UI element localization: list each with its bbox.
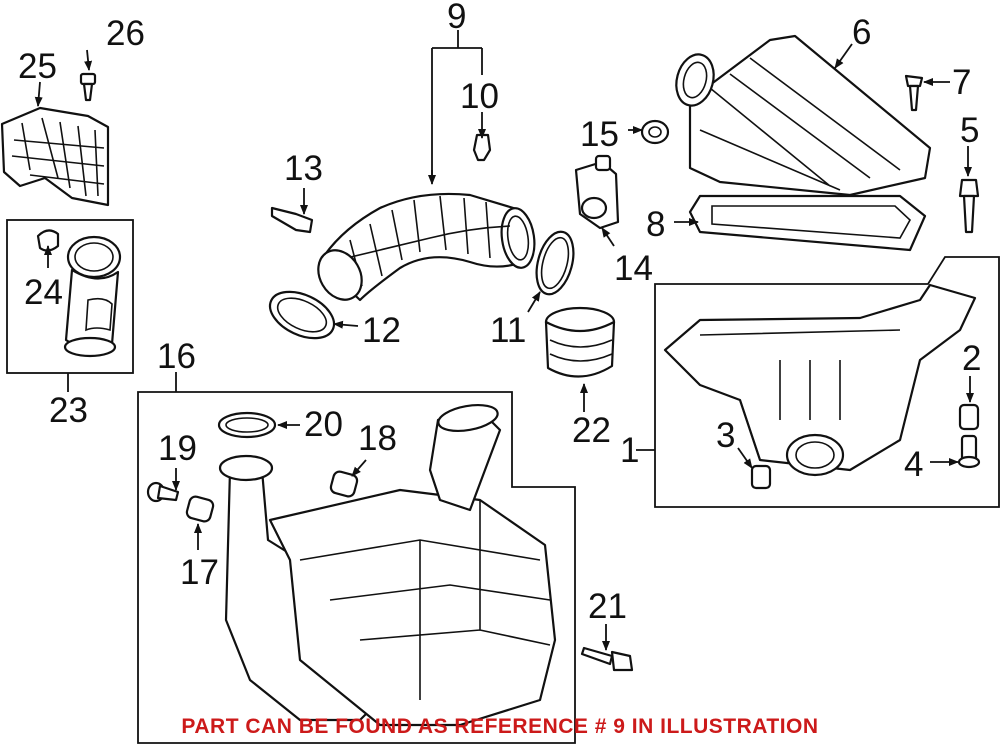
callout-16: 16	[157, 337, 196, 376]
callout-1: 1	[620, 431, 639, 470]
part-25-shield	[0, 106, 110, 207]
callout-9: 9	[447, 0, 466, 36]
part-15-grommet	[640, 119, 670, 145]
callout-26: 26	[106, 14, 145, 53]
part-10-sensor	[472, 133, 492, 162]
part-6-cover	[675, 34, 932, 197]
part-23-duct	[63, 235, 122, 358]
callout-21: 21	[588, 587, 627, 626]
callout-5: 5	[960, 111, 979, 150]
part-11-seal	[535, 230, 575, 296]
part-8-gasket	[688, 194, 927, 252]
part-20-oring	[217, 411, 277, 439]
callout-13: 13	[284, 149, 323, 188]
callout-7: 7	[952, 63, 971, 102]
callout-17: 17	[180, 553, 219, 592]
part-16-resonator	[218, 403, 557, 727]
part-26-clip	[79, 72, 97, 102]
callout-4: 4	[904, 445, 923, 484]
callout-20: 20	[304, 405, 343, 444]
callout-23: 23	[49, 391, 88, 430]
callout-11: 11	[490, 311, 526, 350]
callout-22: 22	[572, 411, 611, 450]
reference-note: PART CAN BE FOUND AS REFERENCE # 9 IN IL…	[181, 715, 819, 738]
group-box-23	[6, 219, 134, 374]
group-box-16	[137, 391, 576, 744]
callout-18: 18	[358, 419, 397, 458]
part-19-bolt	[146, 481, 180, 503]
part-2-bushing	[958, 403, 980, 431]
leader-lines	[34, 30, 974, 651]
callout-6: 6	[852, 13, 871, 52]
callout-14: 14	[614, 249, 653, 288]
part-21-bolt	[580, 646, 634, 672]
callout-24: 24	[24, 273, 63, 312]
part-17-bushing	[185, 495, 215, 523]
callout-15: 15	[580, 115, 619, 154]
callout-3: 3	[716, 416, 735, 455]
callout-25: 25	[18, 47, 57, 86]
part-14-sensor	[574, 154, 620, 230]
part-24-grommet	[36, 229, 60, 252]
part-9-intake-hose	[317, 192, 536, 302]
callout-12: 12	[362, 311, 401, 350]
callout-labels: 1 2 3 4 5 6 7 8 9 10 11 12 13 14 15 16 1…	[18, 0, 981, 626]
part-4-collar	[957, 434, 981, 469]
part-13-sensor	[270, 206, 314, 234]
group-box-1	[654, 256, 1000, 508]
part-7-bolt	[904, 74, 924, 112]
callout-2: 2	[962, 339, 981, 378]
part-22-boot	[544, 306, 616, 378]
callout-19: 19	[158, 429, 197, 468]
part-3-bushing	[750, 464, 772, 490]
part-18-bushing	[329, 470, 359, 498]
part-12-clamp	[268, 290, 336, 340]
part-1-housing	[663, 283, 977, 477]
callout-8: 8	[646, 205, 665, 244]
callout-10: 10	[460, 77, 499, 116]
part-5-bolt	[958, 178, 980, 234]
